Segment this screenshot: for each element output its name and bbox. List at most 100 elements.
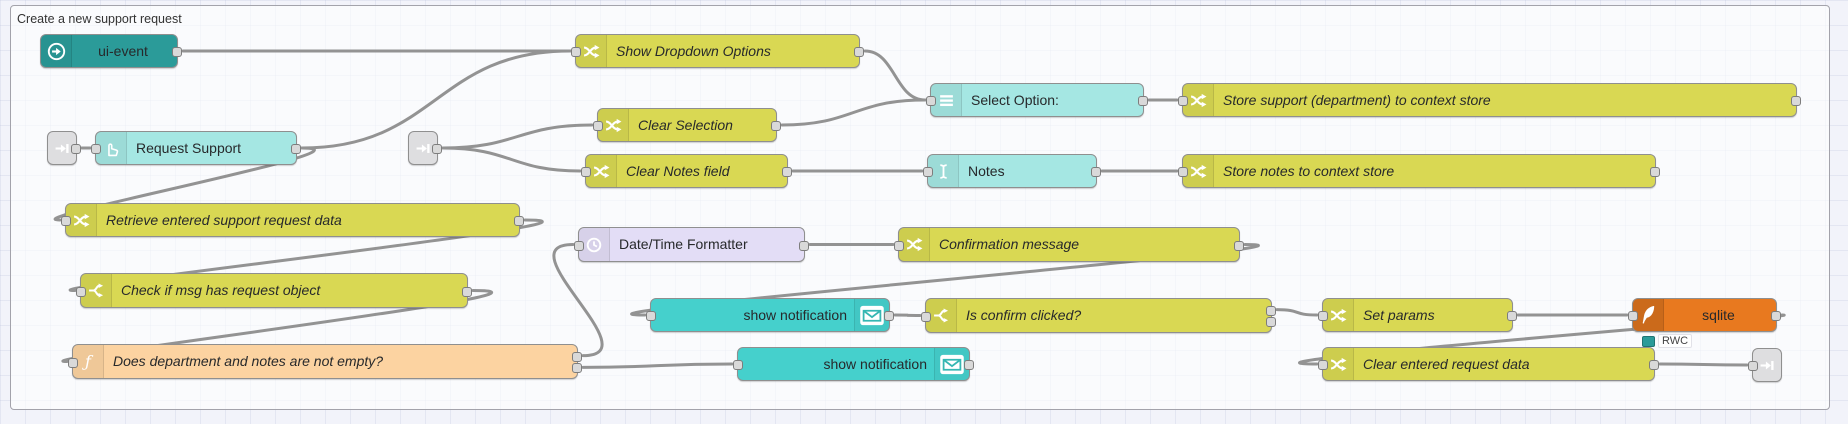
node-label: sqlite [1702, 307, 1735, 323]
output-port[interactable] [71, 144, 81, 154]
output-port[interactable] [1791, 96, 1801, 106]
node-shownotif1[interactable]: show notification [646, 298, 894, 332]
output-port[interactable] [1771, 311, 1781, 321]
node-label: Store support (department) to context st… [1223, 92, 1491, 108]
output-port[interactable] [1234, 240, 1244, 251]
wire-link-mid-to-clear-selection[interactable] [441, 123, 594, 150]
input-port[interactable] [1628, 311, 1638, 321]
input-port[interactable] [91, 144, 101, 154]
node-label: Is confirm clicked? [966, 307, 1082, 323]
node-sqlite[interactable]: sqlite [1628, 298, 1781, 332]
wire-show-dropdown-to-select-option[interactable] [863, 49, 927, 102]
node-clear-entered[interactable]: Clear entered request data [1318, 347, 1659, 381]
output-port[interactable] [572, 351, 582, 362]
node-notes[interactable]: Notes [923, 154, 1101, 188]
output-port[interactable] [462, 286, 472, 297]
node-store-support[interactable]: Store support (department) to context st… [1178, 83, 1801, 117]
node-shownotif2[interactable]: show notification [733, 347, 974, 381]
node-check-msg[interactable]: Check if msg has request object [76, 273, 472, 308]
input-port[interactable] [1178, 96, 1188, 106]
input-port[interactable] [1318, 360, 1328, 370]
node-label: show notification [743, 307, 847, 323]
output-port[interactable] [572, 363, 582, 374]
wire-clear-entered-to-link-out[interactable] [1658, 362, 1749, 367]
group-label: Create a new support request [17, 12, 182, 26]
node-clear-notes[interactable]: Clear Notes field [581, 154, 792, 188]
input-port[interactable] [926, 96, 936, 106]
node-label: ui-event [98, 43, 148, 59]
node-retrieve[interactable]: Retrieve entered support request data [61, 203, 524, 237]
output-port[interactable] [799, 240, 809, 251]
node-show-dropdown[interactable]: Show Dropdown Options [571, 34, 864, 68]
input-port[interactable] [921, 311, 931, 322]
output-port[interactable] [1266, 305, 1276, 316]
node-label: Select Option: [971, 92, 1059, 108]
wire-does-dept-to-datetime[interactable] [552, 243, 604, 358]
wire-request-support-to-retrieve[interactable] [54, 146, 316, 222]
wire-request-support-to-show-dropdown[interactable] [300, 49, 572, 150]
input-port[interactable] [733, 360, 743, 370]
node-label: Clear Selection [638, 117, 733, 133]
node-label: show notification [823, 356, 927, 372]
output-port[interactable] [1091, 167, 1101, 177]
input-port[interactable] [894, 240, 904, 251]
input-port[interactable] [571, 47, 581, 57]
output-port[interactable] [1138, 96, 1148, 106]
node-datetime[interactable]: Date/Time Formatter [574, 227, 809, 262]
output-port[interactable] [782, 167, 792, 177]
output-port[interactable] [1650, 167, 1660, 177]
node-isconfirm[interactable]: Is confirm clicked? [921, 298, 1276, 333]
node-link-out[interactable] [1748, 348, 1782, 382]
wire-does-dept-to-shownotif2[interactable] [581, 362, 734, 369]
output-port[interactable] [1507, 311, 1517, 321]
node-clear-selection[interactable]: Clear Selection [593, 108, 781, 142]
node-label: Request Support [136, 140, 242, 156]
input-port[interactable] [646, 311, 656, 321]
node-label: Store notes to context store [1223, 163, 1395, 179]
node-label: Confirmation message [939, 236, 1080, 252]
node-label: Date/Time Formatter [619, 236, 748, 252]
output-port[interactable] [1266, 317, 1276, 328]
wire-clear-selection-to-select-option[interactable] [780, 98, 927, 127]
wire-isconfirm-to-setparams[interactable] [1275, 308, 1319, 317]
wire-confirmation-to-shownotif1[interactable] [630, 243, 1260, 317]
status-text: RWC [1658, 334, 1693, 348]
node-label: Does department and notes are not empty? [113, 353, 384, 369]
input-port[interactable] [574, 240, 584, 251]
node-confirmation[interactable]: Confirmation message [894, 227, 1244, 262]
node-link-mid[interactable] [408, 131, 442, 165]
input-port[interactable] [1318, 311, 1328, 321]
input-port[interactable] [61, 216, 71, 226]
node-store-notes[interactable]: Store notes to context store [1178, 154, 1660, 188]
node-select-option[interactable]: Select Option: [926, 83, 1148, 117]
input-port[interactable] [68, 357, 78, 368]
node-label: Clear entered request data [1363, 356, 1530, 372]
node-label: Show Dropdown Options [616, 43, 771, 59]
input-port[interactable] [1748, 361, 1758, 371]
output-port[interactable] [1649, 360, 1659, 370]
node-label: Clear Notes field [626, 163, 730, 179]
node-ui-event[interactable]: ui-event [40, 34, 182, 68]
input-port[interactable] [76, 286, 86, 297]
wire-shownotif1-to-isconfirm[interactable] [893, 313, 922, 317]
output-port[interactable] [771, 121, 781, 131]
output-port[interactable] [854, 47, 864, 57]
input-port[interactable] [581, 167, 591, 177]
output-port[interactable] [432, 144, 442, 154]
output-port[interactable] [172, 47, 182, 57]
output-port[interactable] [514, 216, 524, 226]
node-status-badge: RWC [1642, 334, 1693, 348]
wire-link-mid-to-clear-notes[interactable] [441, 146, 582, 173]
input-port[interactable] [923, 167, 933, 177]
output-port[interactable] [884, 311, 894, 321]
node-label: Check if msg has request object [121, 282, 321, 298]
input-port[interactable] [593, 121, 603, 131]
node-setparams[interactable]: Set params [1318, 298, 1517, 332]
output-port[interactable] [291, 144, 301, 154]
node-link-in-1[interactable] [47, 131, 81, 165]
input-port[interactable] [1178, 167, 1188, 177]
node-request-support[interactable]: Request Support [91, 131, 301, 165]
output-port[interactable] [964, 360, 974, 370]
